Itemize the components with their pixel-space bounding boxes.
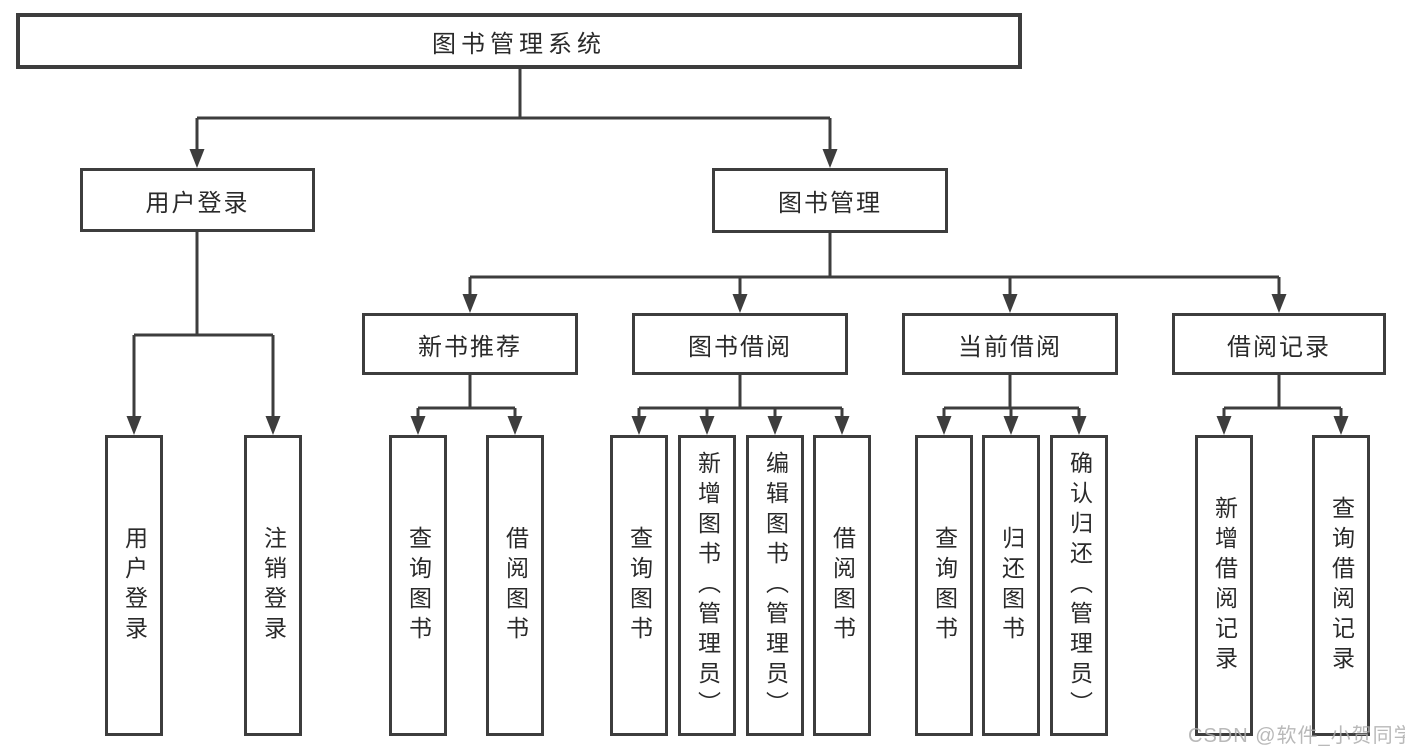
- node-new-book-recommend-label: 新书推荐: [418, 333, 522, 361]
- leaf-query-books-recommend-label: 查询图书: [405, 525, 432, 646]
- leaf-confirm-return-admin-label: 确认归还（管理员）: [1066, 450, 1093, 721]
- leaf-edit-book-admin-label: 编辑图书（管理员）: [762, 450, 789, 721]
- csdn-watermark: CSDN @软件_小贺同学: [1188, 725, 1405, 747]
- leaf-borrow-books-recommend: 借阅图书: [486, 435, 544, 736]
- leaf-query-borrow-record-label: 查询借阅记录: [1328, 495, 1355, 676]
- node-new-book-recommend: 新书推荐: [362, 313, 578, 375]
- node-current-borrow: 当前借阅: [902, 313, 1118, 375]
- leaf-borrow-books: 借阅图书: [813, 435, 871, 736]
- leaf-query-books-recommend: 查询图书: [389, 435, 447, 736]
- leaf-edit-book-admin: 编辑图书（管理员）: [746, 435, 804, 736]
- leaf-query-books-current: 查询图书: [915, 435, 973, 736]
- leaf-borrow-books-label: 借阅图书: [829, 525, 856, 646]
- leaf-user-login: 用户登录: [105, 435, 163, 736]
- leaf-query-books-borrow-label: 查询图书: [626, 525, 653, 646]
- leaf-add-borrow-record: 新增借阅记录: [1195, 435, 1253, 736]
- leaf-query-borrow-record: 查询借阅记录: [1312, 435, 1370, 736]
- leaf-query-books-borrow: 查询图书: [610, 435, 668, 736]
- node-book-borrow-label: 图书借阅: [688, 333, 792, 361]
- leaf-query-books-current-label: 查询图书: [931, 525, 958, 646]
- leaf-add-book-admin-label: 新增图书（管理员）: [694, 450, 721, 721]
- node-user-login-label: 用户登录: [145, 189, 250, 217]
- leaf-add-book-admin: 新增图书（管理员）: [678, 435, 736, 736]
- leaf-return-books: 归还图书: [982, 435, 1040, 736]
- leaf-logout: 注销登录: [244, 435, 302, 736]
- node-book-borrow: 图书借阅: [632, 313, 848, 375]
- leaf-borrow-books-recommend-label: 借阅图书: [502, 525, 529, 646]
- leaf-return-books-label: 归还图书: [998, 525, 1025, 646]
- node-current-borrow-label: 当前借阅: [958, 333, 1062, 361]
- leaf-logout-label: 注销登录: [260, 525, 287, 646]
- leaf-user-login-label: 用户登录: [121, 525, 148, 646]
- node-user-login: 用户登录: [80, 168, 315, 232]
- node-root: 图书管理系统: [16, 13, 1022, 69]
- node-borrow-records: 借阅记录: [1172, 313, 1386, 375]
- node-borrow-records-label: 借阅记录: [1227, 333, 1331, 361]
- node-root-label: 图书管理系统: [432, 30, 606, 58]
- leaf-confirm-return-admin: 确认归还（管理员）: [1050, 435, 1108, 736]
- node-book-management: 图书管理: [712, 168, 948, 233]
- leaf-add-borrow-record-label: 新增借阅记录: [1211, 495, 1238, 676]
- node-book-management-label: 图书管理: [778, 190, 882, 217]
